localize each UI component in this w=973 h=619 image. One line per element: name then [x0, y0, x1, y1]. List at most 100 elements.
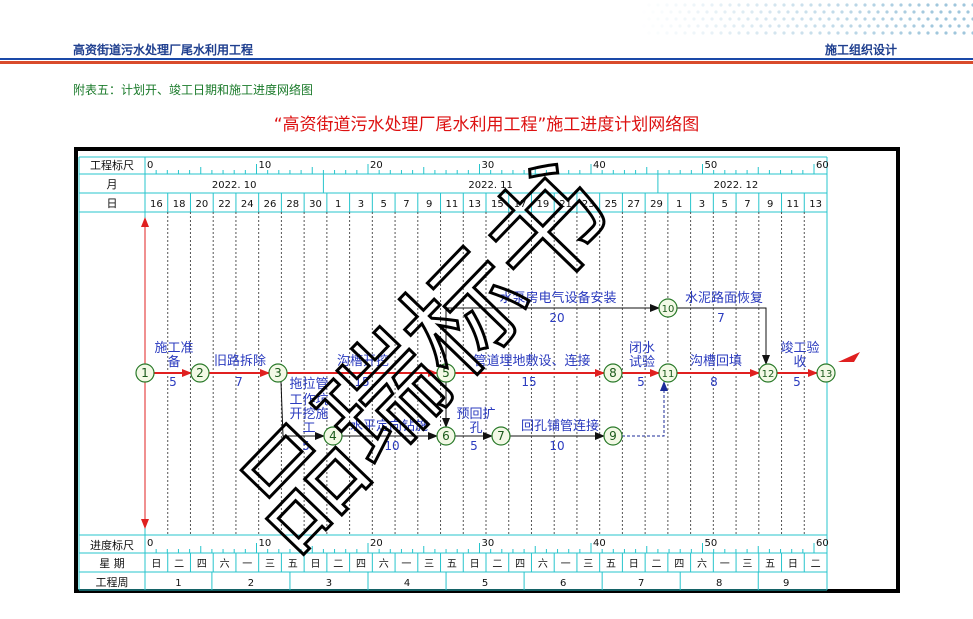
header-dot — [714, 24, 718, 28]
weekday-label: 五 — [765, 559, 775, 570]
activity-reaming-duration: 5 — [470, 439, 478, 453]
node-circle — [436, 363, 456, 383]
day-label: 1 — [676, 199, 682, 210]
header-dot — [737, 17, 741, 21]
header-dot — [840, 24, 844, 28]
header-dot — [944, 3, 948, 7]
day-label: 28 — [286, 199, 299, 210]
day-label: 17 — [514, 199, 527, 210]
scale-label: 30 — [482, 538, 495, 549]
header-dot — [809, 3, 813, 7]
header-dot — [966, 24, 970, 28]
day-label: 5 — [722, 199, 728, 210]
header-dot — [831, 24, 835, 28]
weekday-label: 二 — [174, 559, 184, 570]
activity-labels: 施工准备5旧路拆除7沟槽开挖15管道埋地敷设、连接15闭水试验5沟槽回填8竣工验… — [154, 290, 819, 453]
activity-pit-excavation-name: 工 — [302, 421, 315, 436]
scale-label: 40 — [593, 538, 606, 549]
header-dot — [656, 17, 660, 21]
weekday-label: 一 — [401, 559, 411, 570]
scale-label: 0 — [147, 160, 153, 171]
activity-pump-install-duration: 20 — [549, 311, 564, 325]
day-label: 15 — [491, 199, 504, 210]
header-dot — [822, 10, 826, 14]
header-dot — [782, 17, 786, 21]
header-dot — [818, 17, 822, 21]
activity-backfill-name: 沟槽回填 — [690, 354, 742, 369]
activity-water-test-name: 闭水 — [629, 341, 655, 356]
weekday-label: 三 — [583, 559, 593, 570]
week-label: 8 — [716, 578, 722, 589]
header-doc-type: 施工组织设计 — [824, 43, 897, 57]
header-dot — [867, 10, 871, 14]
header-dot — [930, 24, 934, 28]
node-circle — [135, 363, 155, 383]
activity-prep-duration: 5 — [169, 375, 177, 389]
scale-label: 50 — [705, 538, 718, 549]
header-dot — [773, 3, 777, 7]
header-dot — [660, 10, 664, 14]
node-number: 12 — [762, 369, 775, 380]
activity-pipe-laying-duration: 15 — [521, 375, 536, 389]
header-dot — [683, 31, 687, 35]
week-label: 4 — [404, 578, 410, 589]
header-dot — [782, 3, 786, 7]
arrow-10-12 — [677, 307, 770, 365]
header-dot — [885, 24, 889, 28]
header-dot — [953, 31, 957, 35]
header-dot — [926, 17, 930, 21]
arrow-9-11 — [622, 381, 668, 437]
header-dot — [746, 3, 750, 7]
node-circle — [436, 426, 456, 446]
header-dot — [899, 3, 903, 7]
header-dot — [845, 31, 849, 35]
weekday-label: 一 — [561, 559, 571, 570]
header-dot — [849, 24, 853, 28]
diagram-frame — [74, 147, 900, 593]
header-dot — [669, 24, 673, 28]
activity-prep-name: 施工准 — [154, 341, 193, 356]
header-dot — [953, 3, 957, 7]
header-dot — [962, 17, 966, 21]
row-label-day: 日 — [107, 197, 118, 210]
header-dot — [755, 3, 759, 7]
day-label: 26 — [264, 199, 277, 210]
header-dot — [966, 10, 970, 14]
header-dot — [917, 17, 921, 21]
scale-label: 40 — [593, 160, 606, 171]
header-dot — [665, 17, 669, 21]
header-dot — [705, 10, 709, 14]
header-dot — [768, 24, 772, 28]
weekday-label: 日 — [151, 559, 161, 570]
day-label: 25 — [605, 199, 618, 210]
node-7: 7 — [491, 426, 511, 446]
header-dot — [930, 10, 934, 14]
header-dot — [701, 31, 705, 35]
header-dot — [863, 31, 867, 35]
node-circle — [603, 363, 623, 383]
header-dot — [651, 10, 655, 14]
header-dot — [899, 31, 903, 35]
activity-pipe-connection-name: 回孔铺管连接 — [521, 418, 599, 434]
header-dot — [656, 31, 660, 35]
diagram-title: “高资街道污水处理厂尾水利用工程”施工进度计划网络图 — [273, 115, 700, 135]
day-label: 13 — [809, 199, 822, 210]
day-label: 7 — [403, 199, 409, 210]
node-number: 9 — [609, 429, 617, 443]
node-number: 13 — [820, 369, 833, 380]
node-12: 12 — [758, 363, 778, 383]
appendix-subtitle: 附表五：计划开、竣工日期和施工进度网络图 — [73, 83, 314, 97]
weekday-label: 日 — [788, 559, 798, 570]
header-dot — [737, 3, 741, 7]
header-dot — [710, 31, 714, 35]
node-circle — [658, 298, 678, 318]
node-8: 8 — [603, 363, 623, 383]
header-dot — [795, 24, 799, 28]
header-dot — [890, 31, 894, 35]
weekday-label: 日 — [311, 559, 321, 570]
node-9: 9 — [603, 426, 623, 446]
header-dot — [773, 31, 777, 35]
header-dot — [935, 3, 939, 7]
header-dot — [836, 3, 840, 7]
